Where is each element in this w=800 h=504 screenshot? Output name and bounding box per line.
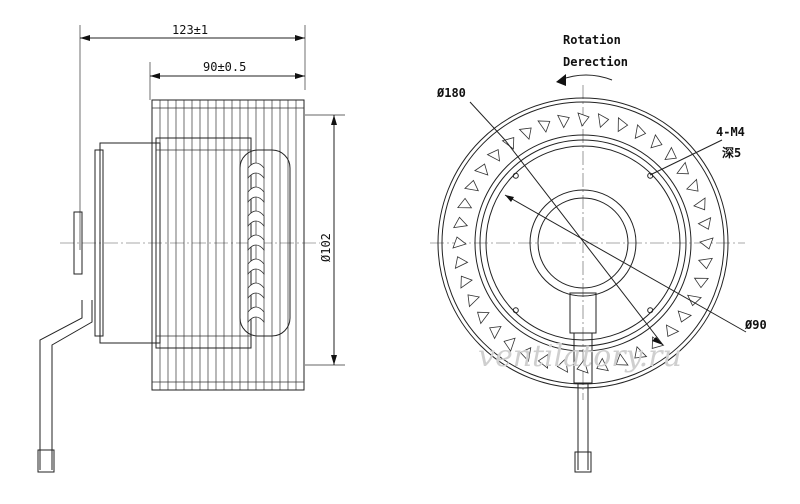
front-blade xyxy=(617,117,629,133)
front-blade xyxy=(615,353,629,366)
front-view: Rotation Derection Ø180 4-M4 深5 Ø90 xyxy=(430,33,767,473)
dim-line-d90 xyxy=(504,194,747,333)
front-blade xyxy=(452,236,467,249)
front-blade xyxy=(697,257,713,270)
dim-line-holes xyxy=(649,139,723,176)
dimension-inner-width: 90±0.5 xyxy=(149,60,305,100)
dimension-overall-width: 123±1 xyxy=(79,23,306,250)
motor-body xyxy=(94,137,291,349)
rotor-slot xyxy=(247,258,265,276)
side-fins xyxy=(159,100,297,390)
front-blade xyxy=(596,357,609,372)
front-blade xyxy=(457,197,473,209)
front-blade xyxy=(676,161,689,175)
dim-line-d180 xyxy=(504,139,664,346)
front-blade xyxy=(693,197,706,211)
front-blade xyxy=(467,294,481,308)
rotor-slot xyxy=(247,210,265,228)
front-blade xyxy=(650,134,663,149)
front-blade xyxy=(693,277,709,289)
rotor-slots xyxy=(247,162,265,324)
front-blade xyxy=(634,124,647,139)
hole-depth-label: 深5 xyxy=(722,145,741,160)
height-diameter-label: Ø102 xyxy=(319,233,333,262)
front-blade xyxy=(518,127,532,141)
dimension-height: Ø102 xyxy=(305,114,345,366)
front-blade xyxy=(537,353,549,369)
front-blade xyxy=(454,256,469,269)
front-blade xyxy=(697,217,712,230)
side-blades xyxy=(151,99,305,391)
front-blade xyxy=(501,137,515,150)
rotor-slot xyxy=(247,162,265,180)
front-blade xyxy=(537,120,551,133)
front-blade xyxy=(489,325,502,340)
front-blade xyxy=(519,347,532,362)
front-blade xyxy=(699,237,714,250)
rotation-label-line2: Derection xyxy=(563,55,628,69)
shaft-stub xyxy=(73,211,83,275)
front-blade xyxy=(664,146,677,161)
front-blade xyxy=(677,310,692,323)
front-blade xyxy=(503,337,516,352)
front-blade xyxy=(453,216,469,229)
watermark: ventilatory.ru xyxy=(478,339,682,374)
front-blade xyxy=(665,324,680,337)
rotor-slot xyxy=(247,306,265,324)
side-cable xyxy=(37,300,93,473)
mounting-holes xyxy=(512,172,654,314)
hub-inner xyxy=(537,197,629,289)
holes-label: 4-M4 xyxy=(716,125,745,139)
rotor-slot xyxy=(247,282,265,300)
front-blade xyxy=(464,179,479,192)
rotor-slot xyxy=(247,234,265,252)
front-blade xyxy=(685,178,699,192)
rotation-label-line1: Rotation xyxy=(563,33,621,47)
front-blade xyxy=(460,275,473,289)
outer-diameter-label: Ø180 xyxy=(436,86,466,100)
front-blades xyxy=(452,112,714,374)
front-blade xyxy=(486,149,501,162)
rotation-arrow xyxy=(556,74,613,86)
overall-width-label: 123±1 xyxy=(172,23,208,37)
front-blade xyxy=(597,113,610,129)
front-blade xyxy=(477,311,490,325)
rotor-slot xyxy=(247,186,265,204)
front-blade xyxy=(634,345,648,359)
front-cable xyxy=(569,292,597,473)
inner-width-label: 90±0.5 xyxy=(203,60,246,74)
front-blade xyxy=(556,357,569,373)
mounting-hole xyxy=(647,172,654,179)
side-view: 123±1 90±0.5 Ø102 xyxy=(37,23,345,473)
mounting-hole xyxy=(512,172,519,179)
hub-outer xyxy=(529,189,637,297)
front-blade xyxy=(557,114,570,129)
mounting-hole xyxy=(512,307,519,314)
outer-ring xyxy=(437,97,729,389)
mounting-hole xyxy=(647,307,654,314)
front-blade xyxy=(576,359,589,374)
inner-diameter-label: Ø90 xyxy=(744,318,767,332)
front-blade xyxy=(577,112,590,127)
front-blade xyxy=(474,163,489,176)
